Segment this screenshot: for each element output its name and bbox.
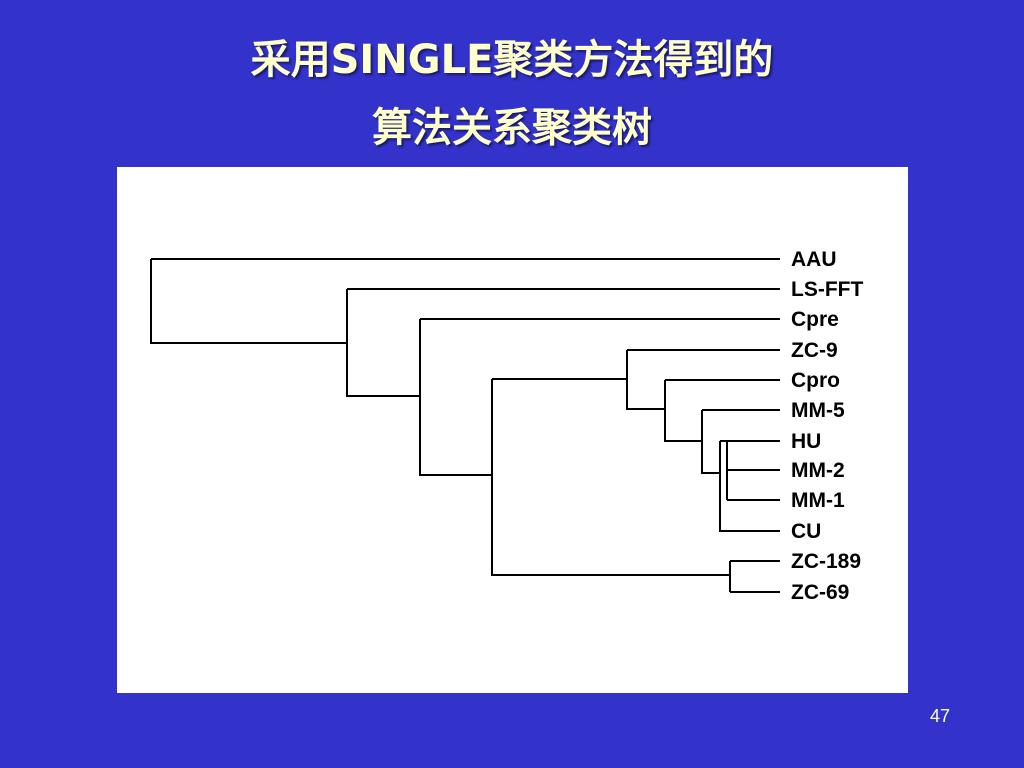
branch-main-split — [491, 378, 730, 576]
leaf-label-zc-69: ZC-69 — [791, 581, 849, 604]
branch-ls-fft — [346, 288, 780, 397]
leaf-label-ls-fft: LS-FFT — [791, 278, 863, 301]
branch-cu — [719, 440, 780, 532]
branch-cpro — [664, 379, 780, 442]
branch-mm2-mm1 — [726, 469, 780, 501]
leaf-label-aau: AAU — [791, 248, 837, 271]
branch-root — [150, 258, 780, 344]
branch-zc9 — [626, 349, 780, 410]
page-number: 47 — [930, 706, 951, 726]
leaf-label-mm-1: MM-1 — [791, 489, 845, 512]
branch-mm5 — [701, 409, 780, 474]
leaf-label-mm-2: MM-2 — [791, 459, 845, 482]
leaf-label-cpro: Cpro — [791, 369, 840, 392]
leaf-label-cu: CU — [791, 520, 821, 543]
leaf-label-zc-9: ZC-9 — [791, 339, 838, 362]
leaf-label-hu: HU — [791, 430, 821, 453]
leaf-label-zc-189: ZC-189 — [791, 550, 861, 573]
title-line-1: 采用SINGLE聚类方法得到的 — [250, 37, 774, 83]
slide-title: 采用SINGLE聚类方法得到的 算法关系聚类树 — [0, 26, 1024, 162]
dendrogram-branches — [150, 258, 780, 593]
leaf-label-mm-5: MM-5 — [791, 399, 845, 422]
branch-zc189-zc69 — [729, 560, 780, 593]
title-line-2: 算法关系聚类树 — [372, 105, 652, 151]
leaf-label-cpre: Cpre — [791, 308, 839, 331]
branch-cpre — [419, 318, 780, 476]
